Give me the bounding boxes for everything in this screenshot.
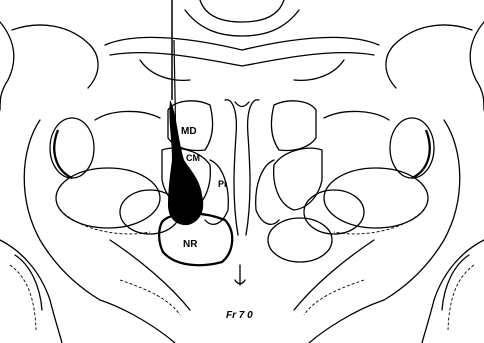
label-cm: CM [186,153,200,163]
brainstem-outline [100,240,384,343]
lateral-nuclei [56,168,428,234]
outer-cortex-outline [0,22,484,343]
corpus-callosum-outline [105,0,379,80]
section-label: Fr 7 0 [226,310,253,321]
label-nr: NR [183,239,198,250]
label-md: MD [181,126,197,137]
label-pi: PI [218,179,227,189]
